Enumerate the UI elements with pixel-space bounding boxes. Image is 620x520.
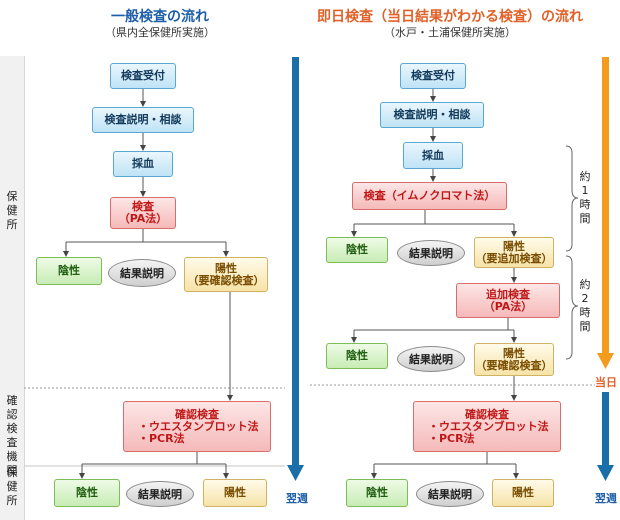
right-title: 即日検査（当日結果がわかる検査）の流れ: [317, 9, 583, 25]
left-timeline-arrowhead: [287, 465, 304, 481]
right-add-test-box: 追加検査 （PA法）: [456, 283, 560, 318]
right-confirm-title: 確認検査: [465, 407, 509, 421]
left-confirm-box: 確認検査 ・ウエスタンブロット法 ・PCR法: [123, 401, 271, 452]
right-result-explain-oval: 結果説明: [397, 240, 465, 266]
right-final-negative-box: 陰性: [346, 479, 408, 507]
right-negative-box: 陰性: [326, 237, 388, 263]
right-positive2-box: 陽性 （要確認検査）: [474, 343, 554, 376]
right-confirm-box: 確認検査 ・ウエスタンブロット法 ・PCR法: [413, 401, 561, 452]
right-positive-box: 陽性 （要追加検査）: [474, 237, 554, 268]
left-final-result-explain-oval: 結果説明: [126, 481, 194, 507]
left-timeline-bar: [292, 57, 299, 467]
left-subtitle: （県内全保健所実施）: [105, 26, 215, 39]
right-timeline-arrowhead-today: [597, 353, 614, 369]
left-result-explain-oval: 結果説明: [108, 259, 176, 287]
right-timeline-bar-week: [602, 392, 609, 467]
right-explain-box: 検査説明・相談: [380, 102, 484, 128]
right-final-positive-box: 陽性: [492, 479, 554, 507]
right-negative2-box: 陰性: [326, 343, 388, 369]
left-test-box: 検査 （PA法）: [110, 197, 176, 229]
left-positive-title: 陽性: [215, 261, 237, 275]
left-explain-box: 検査説明・相談: [92, 107, 194, 133]
right-confirm-2: ・PCR法: [428, 431, 475, 445]
right-add-test-title: 追加検査: [486, 287, 530, 301]
right-positive-sub: （要追加検査）: [475, 251, 553, 265]
left-confirm-2: ・PCR法: [138, 431, 185, 445]
right-test-box: 検査（イムノクロマト法）: [352, 182, 507, 210]
right-week-label: 翌週: [595, 492, 617, 505]
right-result-explain2-oval: 結果説明: [397, 346, 465, 372]
left-final-positive-box: 陽性: [203, 479, 267, 507]
left-title: 一般検査の流れ: [111, 9, 209, 25]
left-confirm-title: 確認検査: [175, 407, 219, 421]
right-timeline-arrowhead-week: [597, 465, 614, 481]
left-positive-box: 陽性 （要確認検査）: [184, 257, 268, 292]
right-final-result-explain-oval: 結果説明: [416, 481, 484, 507]
left-week-label: 翌週: [286, 492, 308, 505]
right-blood-box: 採血: [403, 142, 463, 169]
right-reception-box: 検査受付: [400, 63, 466, 89]
left-positive-sub: （要確認検査）: [187, 273, 265, 287]
side-label-kakunin: 確認検査機関: [6, 394, 18, 477]
right-today-label: 当日: [595, 376, 617, 389]
side-label-hokenjo-bottom: 保健所: [6, 466, 18, 507]
side-column: [0, 56, 25, 520]
left-negative-box: 陰性: [36, 257, 102, 285]
side-label-hokenjo-top: 保健所: [6, 190, 18, 231]
right-subtitle: （水戸・土浦保健所実施）: [384, 26, 516, 39]
right-positive2-title: 陽性: [503, 346, 525, 360]
right-confirm-1: ・ウエスタンブロット法: [428, 419, 549, 433]
right-positive-title: 陽性: [503, 239, 525, 253]
left-test-title: 検査: [132, 200, 154, 213]
left-final-negative-box: 陰性: [54, 479, 120, 507]
right-positive2-sub: （要確認検査）: [475, 358, 553, 372]
right-add-test-method: （PA法）: [483, 299, 533, 313]
left-confirm-1: ・ウエスタンブロット法: [138, 419, 259, 433]
left-blood-box: 採血: [113, 151, 173, 177]
left-test-method: （PA法）: [118, 212, 168, 225]
left-reception-box: 検査受付: [110, 63, 176, 89]
right-timeline-bar-today: [602, 57, 609, 355]
